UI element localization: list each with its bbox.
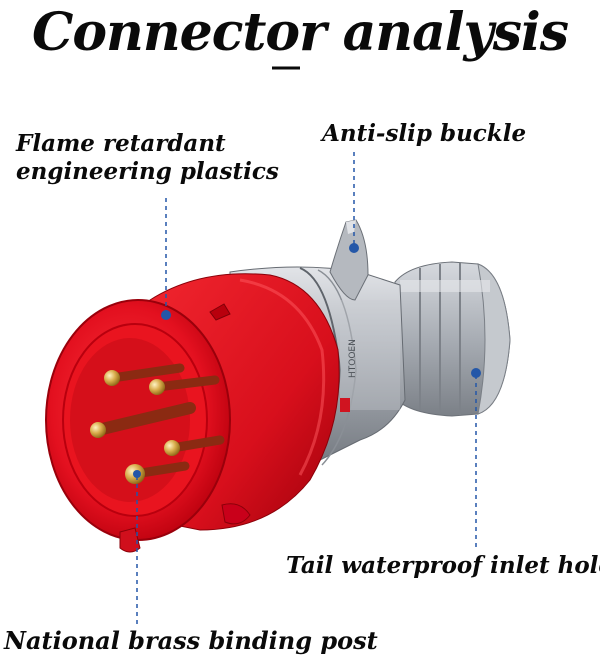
tail-nut: [394, 261, 511, 417]
marker-flame: [161, 310, 171, 320]
brass-pin-4: [164, 440, 180, 456]
marker-dots: [133, 243, 481, 478]
label-flame-retardant: Flame retardant engineering plastics: [16, 130, 279, 185]
leader-lines: [136, 152, 477, 624]
marker-tail: [471, 368, 481, 378]
label-tail-inlet-hole: Tail waterproof inlet hole: [286, 552, 600, 579]
label-flame-line-2: engineering plastics: [16, 157, 279, 185]
brass-pin-1: [104, 370, 120, 386]
body-print-text: HTOOEN: [348, 339, 358, 378]
marker-anti-slip: [349, 243, 359, 253]
brass-pin-2: [149, 379, 165, 395]
brass-pin-3: [90, 422, 106, 438]
label-flame-line-1: Flame retardant: [16, 130, 226, 157]
label-anti-slip-buckle: Anti-slip buckle: [322, 120, 527, 147]
label-brass-binding-post: National brass binding post: [4, 626, 378, 655]
page-title: Connector analysis: [31, 2, 569, 63]
brass-pins: [90, 363, 225, 484]
anti-slip-buckle: [329, 219, 369, 301]
marker-brass: [133, 470, 141, 478]
